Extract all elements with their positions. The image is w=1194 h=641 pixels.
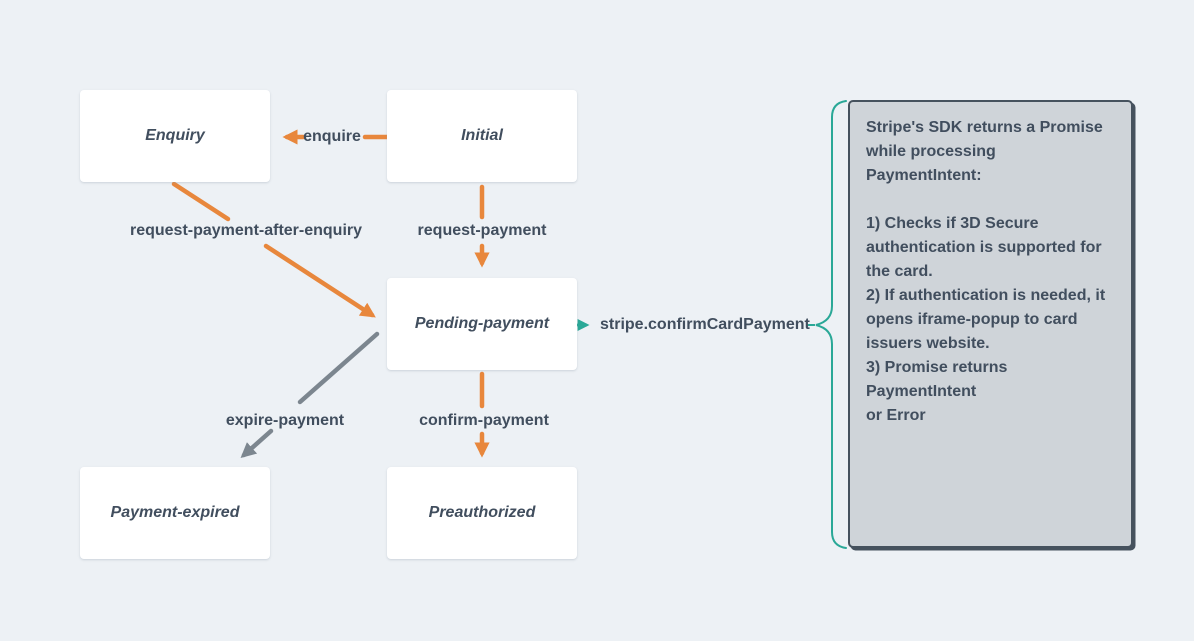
note-box: Stripe's SDK returns a Promise while pro… [848,100,1133,548]
transition-label-request-payment-after-enquiry: request-payment-after-enquiry [129,222,363,239]
transition-label-enquire: enquire [303,128,361,145]
arrow-expire-payment [240,331,380,459]
state-pending-payment: Pending-payment [387,278,577,370]
transition-label-expire-payment: expire-payment [225,412,345,429]
transition-label-confirm-payment: confirm-payment [419,412,549,429]
state-payment-expired-label: Payment-expired [110,504,240,521]
transition-label-request-payment: request-payment [417,222,547,239]
state-pending-payment-label: Pending-payment [414,315,550,332]
state-enquiry: Enquiry [80,90,270,182]
state-initial-label: Initial [461,127,503,144]
state-preauthorized: Preauthorized [387,467,577,559]
note-text: Stripe's SDK returns a Promise while pro… [866,119,1106,424]
callout-stripe-confirm-card-payment: stripe.confirmCardPayment [600,316,810,333]
state-preauthorized-label: Preauthorized [428,504,536,521]
curly-brace [815,100,847,549]
arrow-request-payment-after-enquiry [171,181,376,318]
state-enquiry-label: Enquiry [145,127,205,144]
state-initial: Initial [387,90,577,182]
state-payment-expired: Payment-expired [80,467,270,559]
